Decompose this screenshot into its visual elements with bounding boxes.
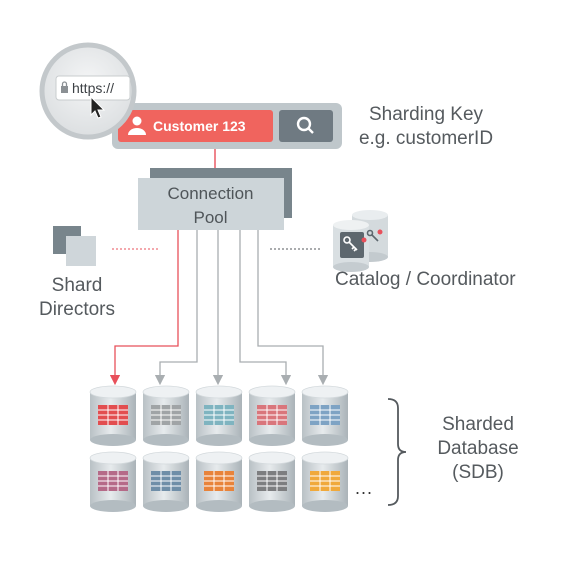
connection-line bbox=[239, 230, 292, 386]
sdb-line3: (SDB) bbox=[452, 462, 504, 483]
database-icon bbox=[248, 385, 296, 446]
shard-table-icon bbox=[151, 405, 181, 425]
connection-line bbox=[154, 230, 198, 386]
shard-table-icon bbox=[310, 471, 340, 491]
more-shards-ellipsis: ... bbox=[355, 478, 374, 498]
key-icon bbox=[343, 236, 358, 252]
shard-table-icon bbox=[310, 405, 340, 425]
pool-line2: Pool bbox=[193, 208, 228, 227]
search-bar bbox=[112, 103, 342, 149]
sharding-key-line1: Sharding Key bbox=[368, 104, 484, 125]
sharding-key-line2: e.g. customerID bbox=[358, 128, 494, 149]
browser-magnifier bbox=[39, 42, 137, 140]
shard-table-icon bbox=[98, 471, 128, 491]
shard-directors-label: Shard Directors bbox=[22, 274, 132, 322]
lock-icon bbox=[61, 81, 68, 93]
shard-table-icon bbox=[257, 405, 287, 425]
connection-line bbox=[257, 230, 329, 386]
database-icon bbox=[89, 451, 137, 512]
database-icon bbox=[89, 385, 137, 446]
catalog-db-icon bbox=[333, 210, 388, 272]
shard-table-icon bbox=[204, 405, 234, 425]
cursor-icon bbox=[90, 95, 106, 119]
key-icon bbox=[366, 229, 379, 242]
shard-table-icon bbox=[151, 471, 181, 491]
directors-line1: Shard bbox=[51, 275, 103, 296]
database-icon bbox=[142, 385, 190, 446]
pool-line1: Connection bbox=[167, 184, 254, 203]
shard-grid bbox=[89, 385, 349, 512]
pool-connections bbox=[109, 230, 329, 386]
sdb-label: Sharded Database (SDB) bbox=[418, 413, 538, 485]
sharding-key-label: Sharding Key e.g. customerID bbox=[326, 103, 526, 151]
sdb-line1: Sharded bbox=[442, 414, 514, 435]
customer-field[interactable] bbox=[118, 110, 273, 142]
sdb-line2: Database bbox=[437, 438, 519, 459]
database-icon bbox=[195, 385, 243, 446]
directors-line2: Directors bbox=[38, 299, 115, 320]
search-icon bbox=[296, 116, 314, 134]
connection-pool-label: Connection Pool bbox=[138, 182, 283, 230]
database-icon bbox=[142, 451, 190, 512]
database-icon bbox=[195, 451, 243, 512]
database-icon bbox=[301, 451, 349, 512]
shard-table-icon bbox=[98, 405, 128, 425]
url-text: https:// bbox=[72, 80, 115, 96]
database-icon bbox=[248, 451, 296, 512]
customer-label: Customer 123 bbox=[153, 118, 246, 134]
connection-line-red bbox=[109, 230, 179, 386]
shard-table-icon bbox=[257, 471, 287, 491]
user-icon bbox=[128, 116, 146, 135]
database-icon bbox=[301, 385, 349, 446]
connection-pool bbox=[138, 168, 292, 230]
shard-table-icon bbox=[204, 471, 234, 491]
catalog-label: Catalog / Coordinator bbox=[335, 269, 516, 290]
search-button[interactable] bbox=[279, 110, 333, 142]
sdb-bracket bbox=[387, 398, 407, 506]
shard-director-icon bbox=[53, 226, 96, 266]
